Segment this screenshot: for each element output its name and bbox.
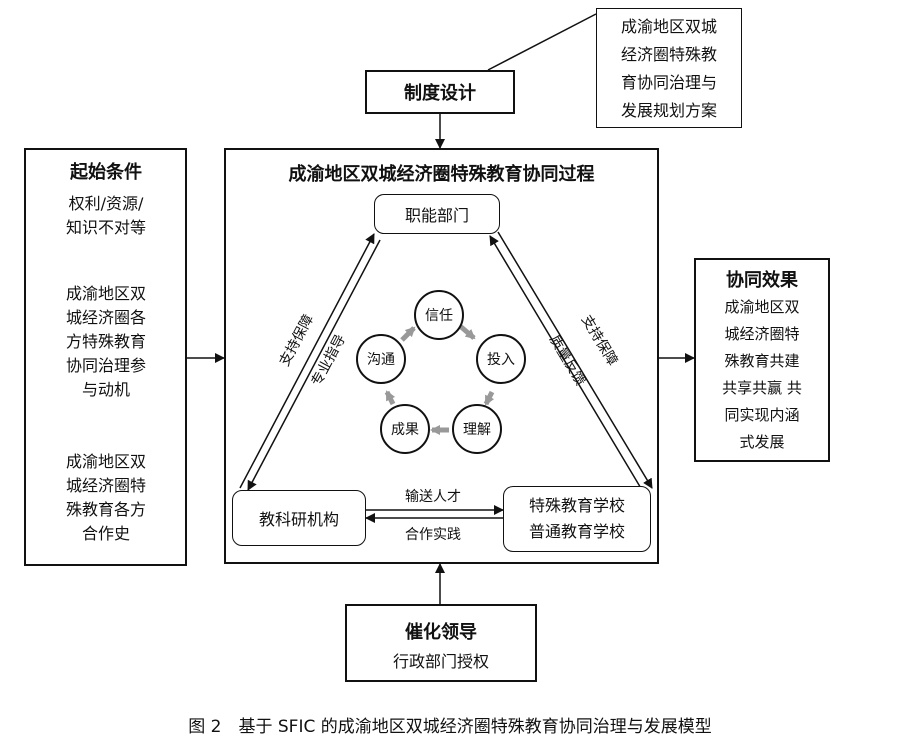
- arrow-right-outer: [497, 231, 653, 489]
- effect-title: 协同效果: [726, 270, 798, 291]
- start-title: 起始条件: [70, 162, 142, 183]
- start-p2-line: 与动机: [81, 380, 130, 399]
- research-institution-label: 教科研机构: [258, 510, 339, 529]
- institution-title: 制度设计: [404, 83, 476, 104]
- cycle-arrow-4: [384, 390, 396, 406]
- school-general: 普通教育学校: [528, 522, 625, 541]
- cycle-arrow-5: [400, 326, 416, 342]
- effect-line: 同实现内涵: [724, 406, 800, 424]
- leadership-sub: 行政部门授权: [392, 652, 489, 671]
- functional-dept-label: 职能部门: [404, 206, 469, 225]
- start-p2-line: 方特殊教育: [65, 332, 146, 351]
- cycle-result: 成果: [380, 404, 430, 454]
- arrow-right-inner: [489, 235, 643, 491]
- start-p3-line: 合作史: [81, 524, 130, 543]
- cooperate-label: 合作实践: [405, 527, 461, 543]
- plan-line: 经济圈特殊教: [620, 45, 717, 64]
- cycle-arrow-1: [458, 324, 476, 340]
- research-institution-box: 教科研机构: [232, 490, 366, 546]
- start-paragraph-1: 权利/资源/ 知识不对等: [26, 192, 186, 240]
- plan-line: 成渝地区双城: [620, 17, 717, 36]
- transfer-label: 输送人才: [405, 489, 461, 505]
- arrow-left-inner: [247, 239, 381, 491]
- effect-line: 城经济圈特: [724, 325, 800, 343]
- start-p2-line: 城经济圈各: [65, 308, 146, 327]
- effect-line: 共享共赢 共: [722, 379, 802, 397]
- start-p3-line: 殊教育各方: [65, 500, 146, 519]
- start-p2-line: 成渝地区双: [65, 284, 146, 303]
- effect-line: 殊教育共建: [724, 352, 800, 370]
- effect-text: 成渝地区双 城经济圈特 殊教育共建 共享共赢 共 同实现内涵 式发展: [696, 294, 828, 456]
- process-title: 成渝地区双城经济圈特殊教育协同过程: [288, 164, 595, 185]
- start-p2-line: 协同治理参: [65, 356, 146, 375]
- cycle-communicate: 沟通: [356, 334, 406, 384]
- plan-line: 育协同治理与: [620, 73, 717, 92]
- schools-box: 特殊教育学校 普通教育学校: [503, 486, 651, 552]
- effect-box: 协同效果 成渝地区双 城经济圈特 殊教育共建 共享共赢 共 同实现内涵 式发展: [694, 258, 830, 462]
- cycle-arrow-2: [483, 390, 495, 406]
- start-p3-line: 城经济圈特: [65, 476, 146, 495]
- start-p1-line: 权利/资源/: [68, 194, 144, 213]
- institution-box: 制度设计: [365, 70, 515, 114]
- leadership-title: 催化领导: [405, 622, 477, 643]
- cycle-understand: 理解: [452, 404, 502, 454]
- cycle-trust: 信任: [414, 290, 464, 340]
- effect-line: 式发展: [739, 433, 785, 451]
- start-conditions-box: 起始条件 权利/资源/ 知识不对等 成渝地区双 城经济圈各 方特殊教育 协同治理…: [24, 148, 187, 566]
- cycle-invest: 投入: [476, 334, 526, 384]
- start-p3-line: 成渝地区双: [65, 452, 146, 471]
- plan-connector: [487, 13, 597, 71]
- arrow-left-outer: [239, 233, 375, 489]
- figure-caption: 图 2 基于 SFIC 的成渝地区双城经济圈特殊教育协同治理与发展模型: [188, 717, 712, 737]
- functional-dept-box: 职能部门: [374, 194, 500, 234]
- plan-box: 成渝地区双城 经济圈特殊教 育协同治理与 发展规划方案: [596, 8, 742, 128]
- plan-line: 发展规划方案: [620, 101, 717, 120]
- start-paragraph-3: 成渝地区双 城经济圈特 殊教育各方 合作史: [26, 450, 186, 546]
- effect-line: 成渝地区双: [724, 298, 800, 316]
- start-paragraph-2: 成渝地区双 城经济圈各 方特殊教育 协同治理参 与动机: [26, 282, 186, 402]
- school-special: 特殊教育学校: [528, 496, 625, 515]
- leadership-box: 催化领导 行政部门授权: [345, 604, 537, 682]
- start-p1-line: 知识不对等: [65, 218, 146, 237]
- process-box: 成渝地区双城经济圈特殊教育协同过程: [224, 148, 659, 564]
